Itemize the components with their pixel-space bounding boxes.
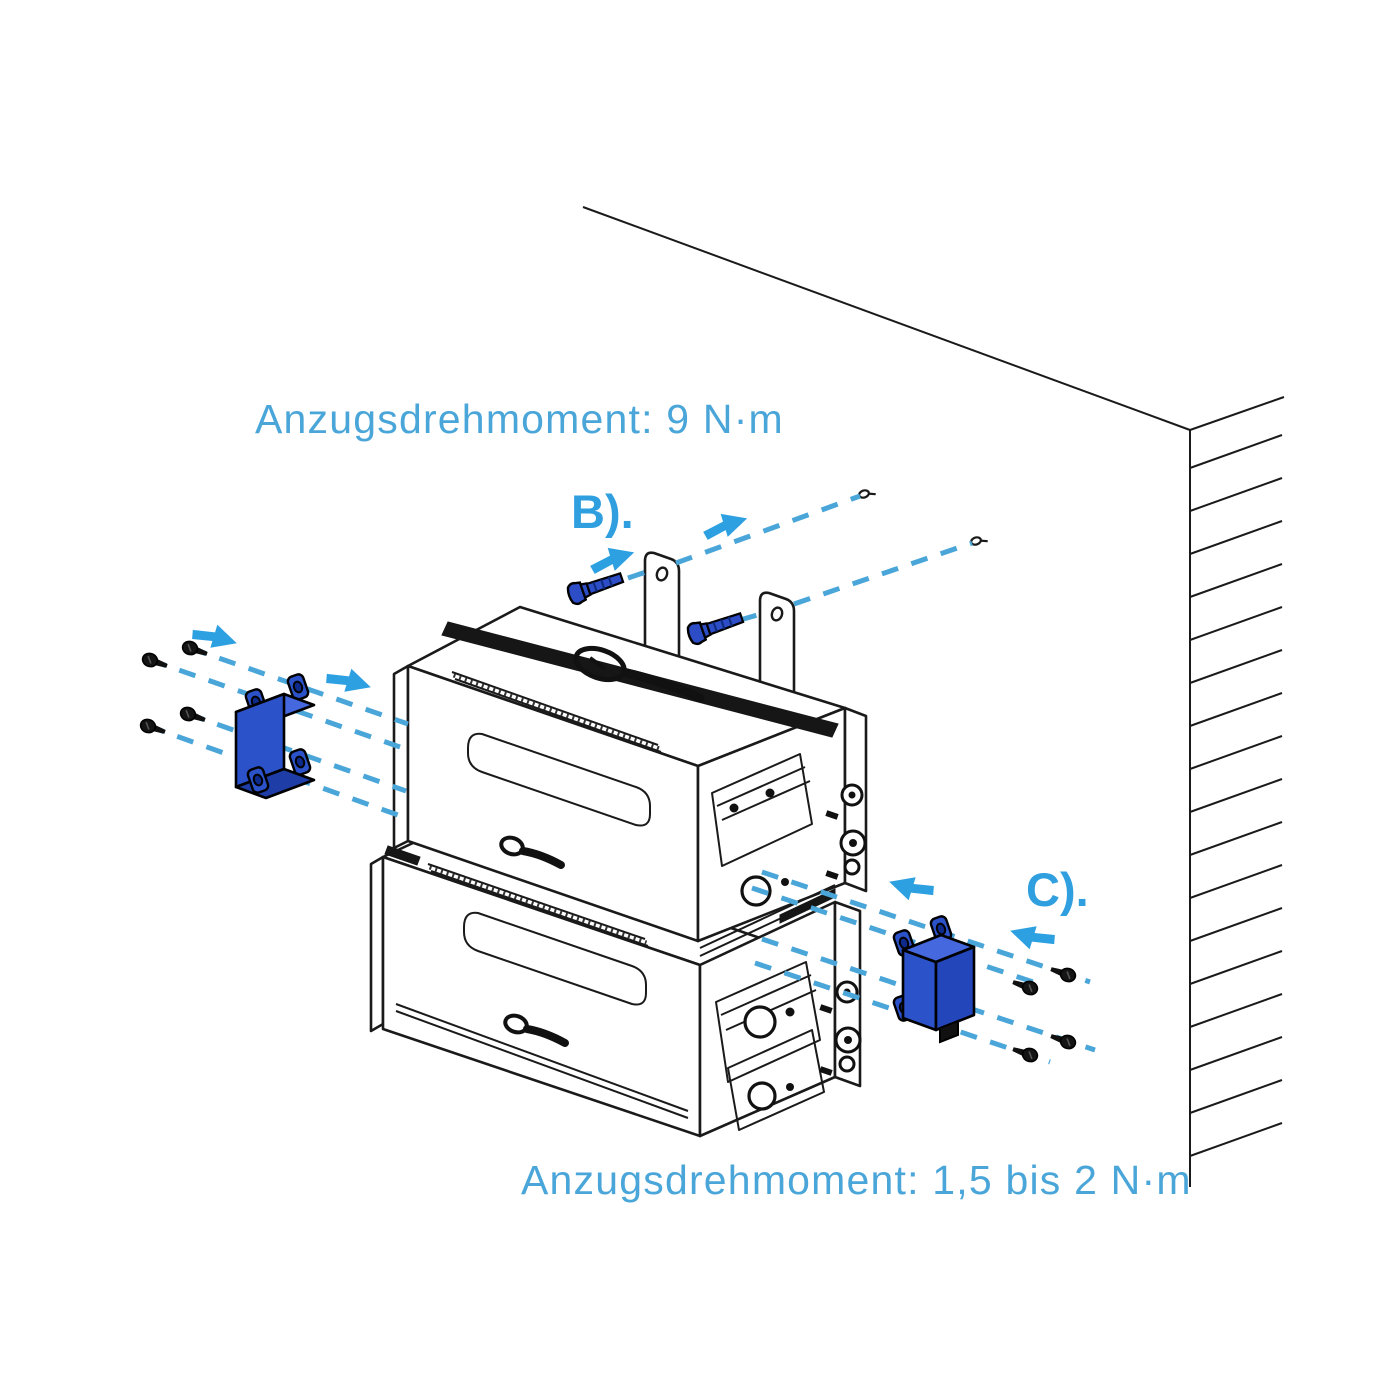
- screw-right-1: [1012, 980, 1039, 996]
- bolt-2: [686, 612, 745, 646]
- lower-unit-scoop-port: [747, 1081, 777, 1111]
- upper-unit-left-bevel: [392, 664, 410, 850]
- arrow-icon-right-2: [889, 877, 934, 901]
- bolt-1: [566, 572, 625, 606]
- wall-anchor-points: [858, 489, 988, 546]
- arrow-icon-b2: [703, 513, 748, 540]
- bracket-left-ear-bottom-right: [288, 748, 312, 776]
- lower-unit-seam-pad: [384, 845, 421, 866]
- arrow-icon-right-1: [1010, 926, 1055, 950]
- screw-left-2: [181, 640, 208, 656]
- screw-left-1: [141, 652, 168, 668]
- guide-line-bolt-1: [627, 493, 861, 581]
- guide-line-right-3: [761, 936, 1096, 1053]
- arrow-icon-b1: [590, 547, 635, 574]
- screw-left-4: [179, 706, 206, 722]
- screw-right-3: [1012, 1047, 1039, 1063]
- torque-label-bottom: Anzugsdrehmoment: 1,5 bis 2 N·m: [521, 1157, 1192, 1203]
- lower-unit-scoop-pin: [786, 1083, 794, 1091]
- guide-line-left-2: [189, 645, 409, 727]
- bracket-right-foot: [939, 1019, 959, 1044]
- upper-unit-port-pin: [781, 878, 789, 886]
- upper-unit-recess-screw-1: [729, 803, 739, 813]
- mounting-tab-2-hole: [770, 606, 784, 622]
- lower-unit-base-rail: [395, 1003, 689, 1119]
- arrow-icon-left-2: [326, 668, 371, 692]
- wall-anchor-1: [858, 489, 876, 499]
- wall-top-ridge: [1189, 396, 1285, 431]
- lower-unit-left-bevel: [369, 855, 385, 1033]
- bracket-left-ear-top-right: [286, 673, 310, 701]
- upper-battery-unit: [392, 605, 868, 957]
- lower-unit-handle-recess: [463, 911, 647, 1006]
- wall-anchor-2: [970, 536, 988, 546]
- bracket-left-ear-bottom-left: [246, 766, 270, 794]
- upper-unit-vent-slot: [451, 671, 662, 753]
- lower-unit-port-pin: [785, 1007, 795, 1017]
- wall-top-edge: [582, 206, 1191, 431]
- brand-logo-upper-front: [499, 835, 565, 869]
- brand-logo-lower-front: [503, 1013, 569, 1047]
- brand-logo-top: [573, 645, 705, 703]
- bracket-right: [892, 915, 976, 1044]
- guide-line-right-2: [751, 885, 1046, 989]
- upper-unit-recess-screw-2: [765, 788, 775, 798]
- screw-right-4: [1050, 1034, 1077, 1050]
- upper-unit-vent-hatch: [452, 673, 661, 751]
- wall-hatching: [1189, 434, 1283, 1157]
- lower-unit-side-scoop: [727, 1029, 825, 1131]
- bracket-left: [234, 673, 316, 800]
- screws: [139, 640, 1077, 1063]
- guide-line-bolt-2: [739, 540, 973, 623]
- bracket-right-front-face: [934, 945, 976, 1032]
- bracket-right-ear-top-right: [929, 915, 953, 943]
- screw-right-2: [1050, 967, 1077, 983]
- guide-line-left-4: [187, 711, 407, 794]
- screw-left-3: [139, 718, 166, 734]
- arrow-icon-left-1: [192, 624, 237, 648]
- guide-line-right-1: [761, 869, 1091, 985]
- lower-unit-vent-hatch: [428, 865, 648, 945]
- upper-unit-handle-recess: [467, 732, 651, 827]
- wall: [582, 206, 1285, 1187]
- bolts: [566, 572, 745, 646]
- bracket-right-left-face: [901, 948, 938, 1032]
- mounting-tab-1-hole: [655, 566, 669, 582]
- step-label-b: B).: [571, 485, 634, 538]
- direction-arrows: [192, 513, 1055, 950]
- upper-unit-connectors: [825, 783, 867, 880]
- torque-label-top: Anzugsdrehmoment: 9 N·m: [255, 396, 784, 442]
- lower-unit-port: [743, 1005, 777, 1039]
- upper-unit-side-recess: [711, 753, 813, 867]
- step-label-c: C).: [1026, 863, 1089, 916]
- lower-unit-vent-slot: [427, 863, 649, 947]
